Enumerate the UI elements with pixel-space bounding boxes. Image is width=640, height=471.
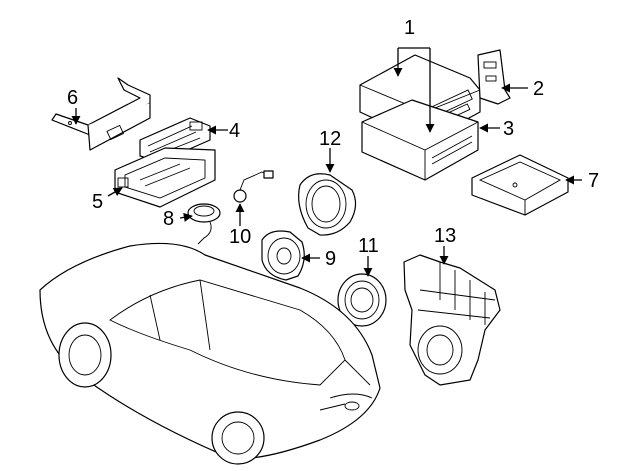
callout-labels: 1 2 3 4 5 6 7 8 9 10 11 12 13 — [67, 17, 599, 270]
callout-3: 3 — [503, 118, 514, 140]
part-10-connector[interactable] — [233, 170, 274, 203]
part-5-radio-frame[interactable] — [114, 147, 216, 208]
part-7-module-tray[interactable] — [471, 154, 569, 216]
part-3-radio-chassis[interactable] — [361, 99, 479, 181]
callout-8: 8 — [163, 208, 174, 230]
callout-5: 5 — [92, 191, 103, 213]
callout-12: 12 — [319, 128, 341, 150]
callout-4: 4 — [229, 120, 240, 142]
callout-7: 7 — [588, 170, 599, 192]
callout-6: 6 — [67, 87, 78, 109]
part-9-speaker[interactable] — [261, 230, 305, 281]
part-13-speaker-housing[interactable] — [403, 254, 501, 386]
vehicle-body — [39, 242, 381, 465]
part-8-tweeter[interactable] — [187, 203, 221, 245]
callout-10: 10 — [229, 226, 251, 248]
part-2-side-bracket[interactable] — [477, 49, 511, 105]
callout-13: 13 — [434, 225, 456, 247]
part-12-speaker-adapter[interactable] — [298, 173, 357, 236]
callout-9: 9 — [325, 248, 336, 270]
callout-11: 11 — [358, 235, 379, 257]
part-11-speaker-ring[interactable] — [337, 273, 387, 327]
callout-2: 2 — [533, 78, 544, 100]
callout-1: 1 — [404, 17, 415, 39]
part-6-mounting-bracket[interactable] — [51, 77, 151, 151]
leader-lines — [71, 47, 582, 277]
